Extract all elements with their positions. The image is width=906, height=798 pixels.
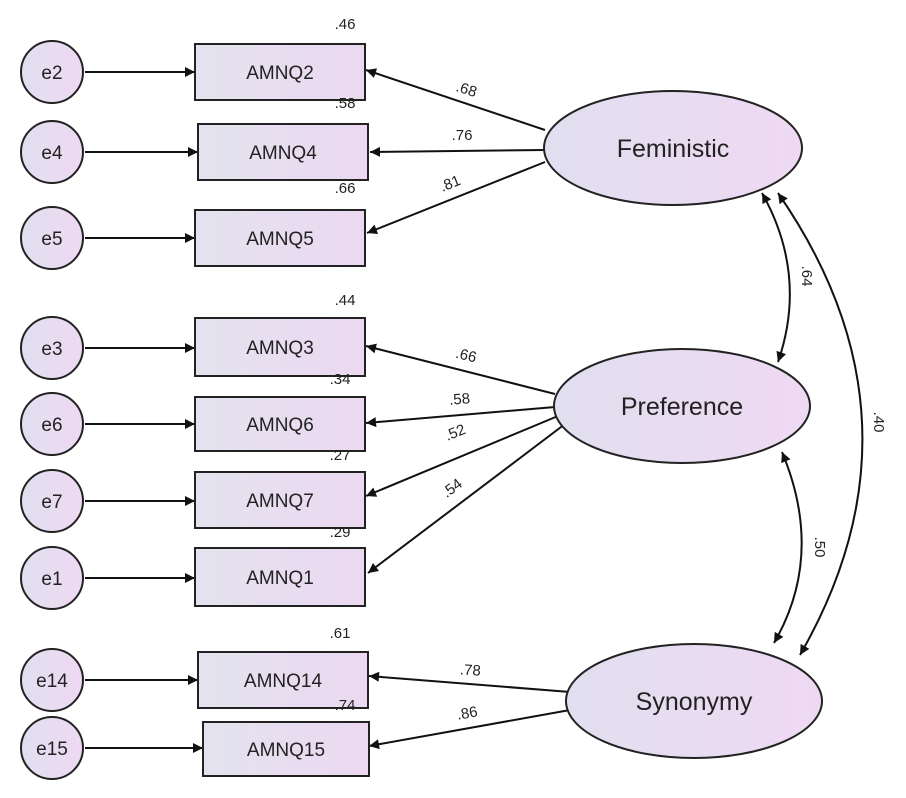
error-node-e5: e5 <box>20 206 84 270</box>
error-label: e15 <box>36 739 68 760</box>
indicator-label: AMNQ4 <box>249 143 317 164</box>
indicator-box-amnq15: AMNQ15 <box>202 721 370 777</box>
indicator-label: AMNQ5 <box>246 229 314 250</box>
latent-label: Preference <box>621 393 743 421</box>
loading-arrow-amnq3 <box>365 343 556 395</box>
indicator-box-amnq1: AMNQ1 <box>194 547 366 607</box>
error-label: e4 <box>41 143 63 164</box>
indicator-label: AMNQ15 <box>247 740 325 761</box>
loading-arrow-amnq7 <box>365 415 559 497</box>
error-node-e14: e14 <box>20 648 84 712</box>
loading-arrow-amnq1 <box>367 423 566 574</box>
loading-arrow-amnq5 <box>366 161 546 234</box>
r2-amnq5: .66 <box>335 180 356 197</box>
loading-arrow-amnq14 <box>368 671 571 693</box>
error-node-e4: e4 <box>20 120 84 184</box>
indicator-label: AMNQ1 <box>246 568 314 589</box>
loading-arrow-amnq6 <box>365 406 556 428</box>
error-label: e1 <box>41 569 62 590</box>
indicator-label: AMNQ3 <box>246 338 314 359</box>
loading-label-amnq15: .86 <box>455 703 478 723</box>
error-label: e14 <box>36 671 68 692</box>
latent-synonymy: Synonymy <box>565 643 823 759</box>
r2-amnq3: .44 <box>335 292 356 309</box>
r2-amnq14: .61 <box>330 625 351 642</box>
indicator-box-amnq6: AMNQ6 <box>194 396 366 452</box>
error-node-e3: e3 <box>20 316 84 380</box>
latent-preference: Preference <box>553 348 811 464</box>
r2-amnq15: .74 <box>335 697 356 714</box>
latent-label: Feministic <box>617 135 730 163</box>
loading-label-amnq2: .68 <box>454 78 479 101</box>
error-label: e3 <box>41 339 62 360</box>
r2-amnq4: .58 <box>335 95 356 112</box>
correlation-label-feministic-preference: .64 <box>798 266 815 287</box>
latent-feministic: Feministic <box>543 90 803 206</box>
error-node-e7: e7 <box>20 469 84 533</box>
error-node-e6: e6 <box>20 392 84 456</box>
loading-label-amnq14: .78 <box>459 661 481 679</box>
loading-label-amnq1: .54 <box>439 475 466 501</box>
correlation-arc-preference-synonymy <box>773 451 803 644</box>
r2-amnq7: .27 <box>330 447 351 464</box>
loading-label-amnq7: .52 <box>442 421 468 445</box>
r2-amnq6: .34 <box>330 371 351 388</box>
indicator-label: AMNQ2 <box>246 63 314 84</box>
error-label: e6 <box>41 415 62 436</box>
indicator-label: AMNQ14 <box>244 671 323 692</box>
loading-label-amnq4: .76 <box>452 127 473 144</box>
error-label: e2 <box>41 63 62 84</box>
r2-amnq1: .29 <box>330 524 351 541</box>
loading-arrow-amnq4 <box>369 146 546 157</box>
error-label: e7 <box>41 492 62 513</box>
indicator-box-amnq2: AMNQ2 <box>194 43 366 101</box>
indicator-box-amnq4: AMNQ4 <box>197 123 369 181</box>
loading-label-amnq6: .58 <box>448 390 470 409</box>
latent-label: Synonymy <box>636 688 753 716</box>
indicator-label: AMNQ6 <box>246 415 314 436</box>
error-node-e2: e2 <box>20 40 84 104</box>
correlation-label-feministic-synonymy: .40 <box>870 412 887 433</box>
indicator-box-amnq5: AMNQ5 <box>194 209 366 267</box>
loading-label-amnq3: .66 <box>454 345 478 367</box>
indicator-box-amnq14: AMNQ14 <box>197 651 369 709</box>
r2-amnq2: .46 <box>335 16 356 33</box>
indicator-box-amnq7: AMNQ7 <box>194 471 366 529</box>
loading-arrow-amnq15 <box>368 709 571 750</box>
loading-arrow-amnq2 <box>365 68 546 131</box>
error-node-e1: e1 <box>20 546 84 610</box>
correlation-label-preference-synonymy: .50 <box>811 537 828 558</box>
error-label: e5 <box>41 229 62 250</box>
indicator-label: AMNQ7 <box>246 491 314 512</box>
loading-label-amnq5: .81 <box>437 172 463 196</box>
correlation-arc-feministic-synonymy <box>777 192 864 656</box>
error-node-e15: e15 <box>20 716 84 780</box>
indicator-box-amnq3: AMNQ3 <box>194 317 366 377</box>
correlation-arc-feministic-preference <box>761 192 791 363</box>
